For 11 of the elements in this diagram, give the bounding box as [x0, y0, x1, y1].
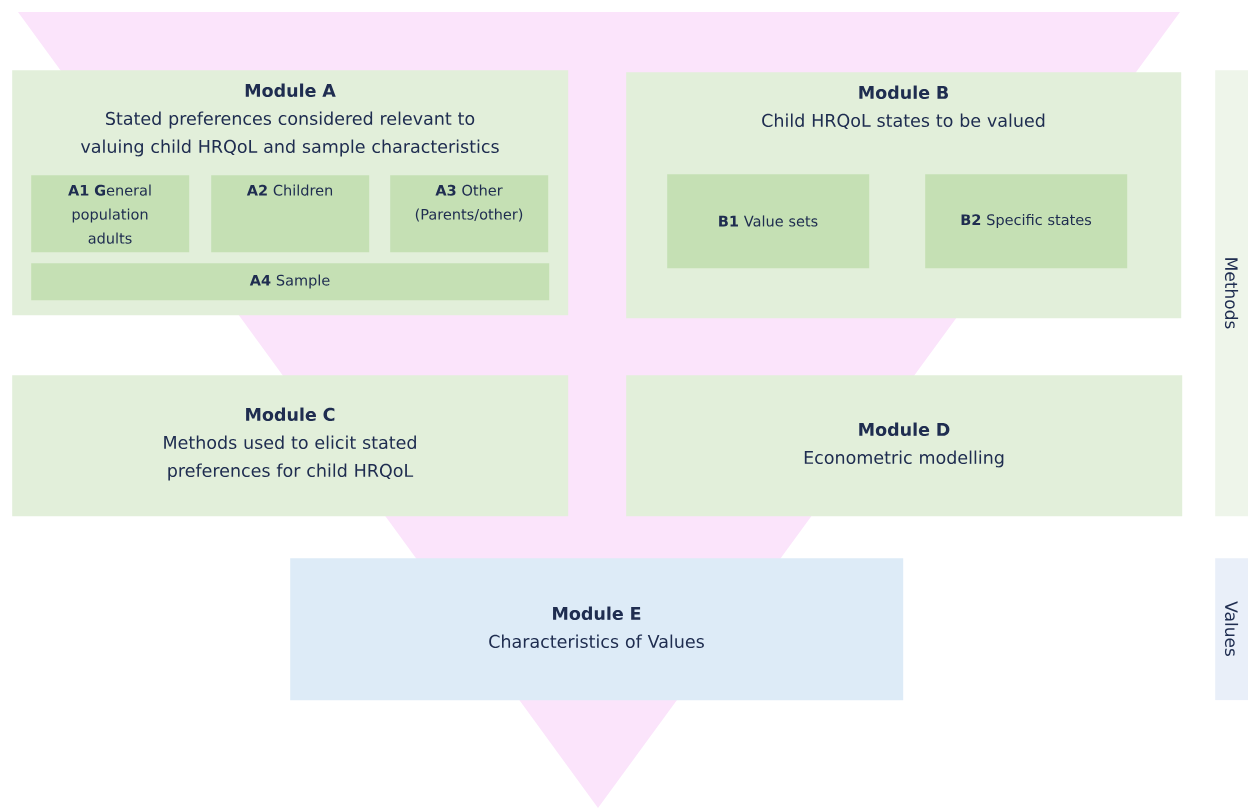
- sub-box: B1 Value sets: [667, 174, 870, 269]
- sub-box: A1 General population adults: [31, 175, 190, 253]
- sub-box: A2 Children: [211, 175, 370, 253]
- module-box: Module C Methods used to elicit stated preferences for child HRQoL: [12, 375, 569, 517]
- side-band: Methods: [1215, 70, 1248, 517]
- sub-box: A4 Sample: [31, 263, 550, 301]
- side-band: Values: [1215, 558, 1248, 701]
- sub-box: A3 Other (Parents/other): [390, 175, 549, 253]
- sub-box: B2 Specific states: [925, 174, 1128, 269]
- module-box: Module E Characteristics of Values: [290, 558, 904, 701]
- module-box: Module D Econometric modelling: [626, 375, 1183, 517]
